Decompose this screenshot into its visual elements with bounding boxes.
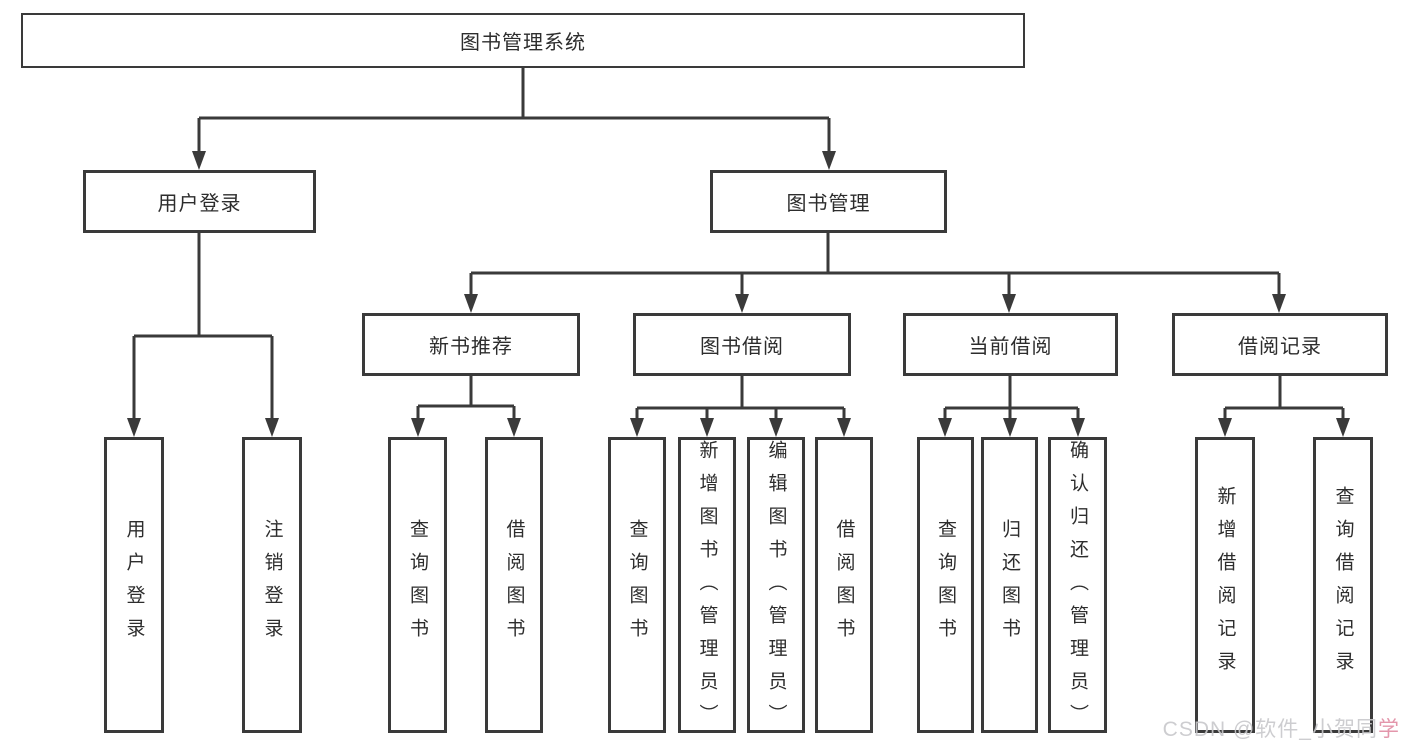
- arrowhead: [700, 418, 714, 437]
- arrowhead: [1003, 418, 1017, 437]
- node-new-book-recommend: 新书推荐: [362, 313, 580, 376]
- watermark-accent: 学: [1378, 718, 1400, 741]
- leaf-user-login: 用户登录: [104, 437, 164, 733]
- leaf-currentborrow-query: 查询图书: [917, 437, 974, 733]
- leaf-records-add: 新增借阅记录: [1195, 437, 1255, 733]
- connector-bookborrow-to-leaves: [635, 376, 846, 421]
- arrowhead: [1002, 294, 1016, 313]
- leaf-records-query: 查询借阅记录: [1313, 437, 1373, 733]
- arrowhead: [630, 418, 644, 437]
- node-book-borrow: 图书借阅: [633, 313, 851, 376]
- leaf-bookborrow-borrow: 借阅图书: [815, 437, 873, 733]
- leaf-bookborrow-query: 查询图书: [608, 437, 666, 733]
- arrowhead: [938, 418, 952, 437]
- connector-userlogin-to-leaves: [132, 233, 274, 421]
- node-system-root: 图书管理系统: [21, 13, 1025, 68]
- leaf-newbooks-query: 查询图书: [388, 437, 447, 733]
- arrowhead: [464, 294, 478, 313]
- connector-borrowrecords-to-leaves: [1223, 376, 1345, 421]
- node-book-management: 图书管理: [710, 170, 947, 233]
- arrowhead: [735, 294, 749, 313]
- arrowhead: [1272, 294, 1286, 313]
- connector-root-to-level2: [197, 68, 831, 154]
- leaf-bookborrow-add-admin: 新增图书（管理员）: [678, 437, 736, 737]
- arrowhead: [837, 418, 851, 437]
- arrowhead: [127, 418, 141, 437]
- node-current-borrow: 当前借阅: [903, 313, 1118, 376]
- arrowhead: [411, 418, 425, 437]
- arrowhead: [1218, 418, 1232, 437]
- arrowhead: [822, 151, 836, 170]
- arrowhead: [1071, 418, 1085, 437]
- leaf-newbooks-borrow: 借阅图书: [485, 437, 543, 733]
- arrowhead: [769, 418, 783, 437]
- node-borrow-records: 借阅记录: [1172, 313, 1388, 376]
- leaf-currentborrow-return: 归还图书: [981, 437, 1038, 733]
- node-user-login: 用户登录: [83, 170, 316, 233]
- arrowhead: [507, 418, 521, 437]
- connector-bookmgmt-to-level3: [469, 233, 1281, 297]
- leaf-logout: 注销登录: [242, 437, 302, 733]
- watermark: CSDN @软件_小贺同学: [1163, 713, 1400, 743]
- connector-newbooks-to-leaves: [416, 376, 516, 421]
- arrowhead: [1336, 418, 1350, 437]
- connector-currentborrow-to-leaves: [943, 376, 1080, 421]
- arrowhead: [192, 151, 206, 170]
- watermark-text: CSDN @软件_小贺同: [1162, 718, 1378, 741]
- arrowhead: [265, 418, 279, 437]
- leaf-bookborrow-edit-admin: 编辑图书（管理员）: [747, 437, 805, 737]
- leaf-currentborrow-confirm-admin: 确认归还（管理员）: [1048, 437, 1107, 737]
